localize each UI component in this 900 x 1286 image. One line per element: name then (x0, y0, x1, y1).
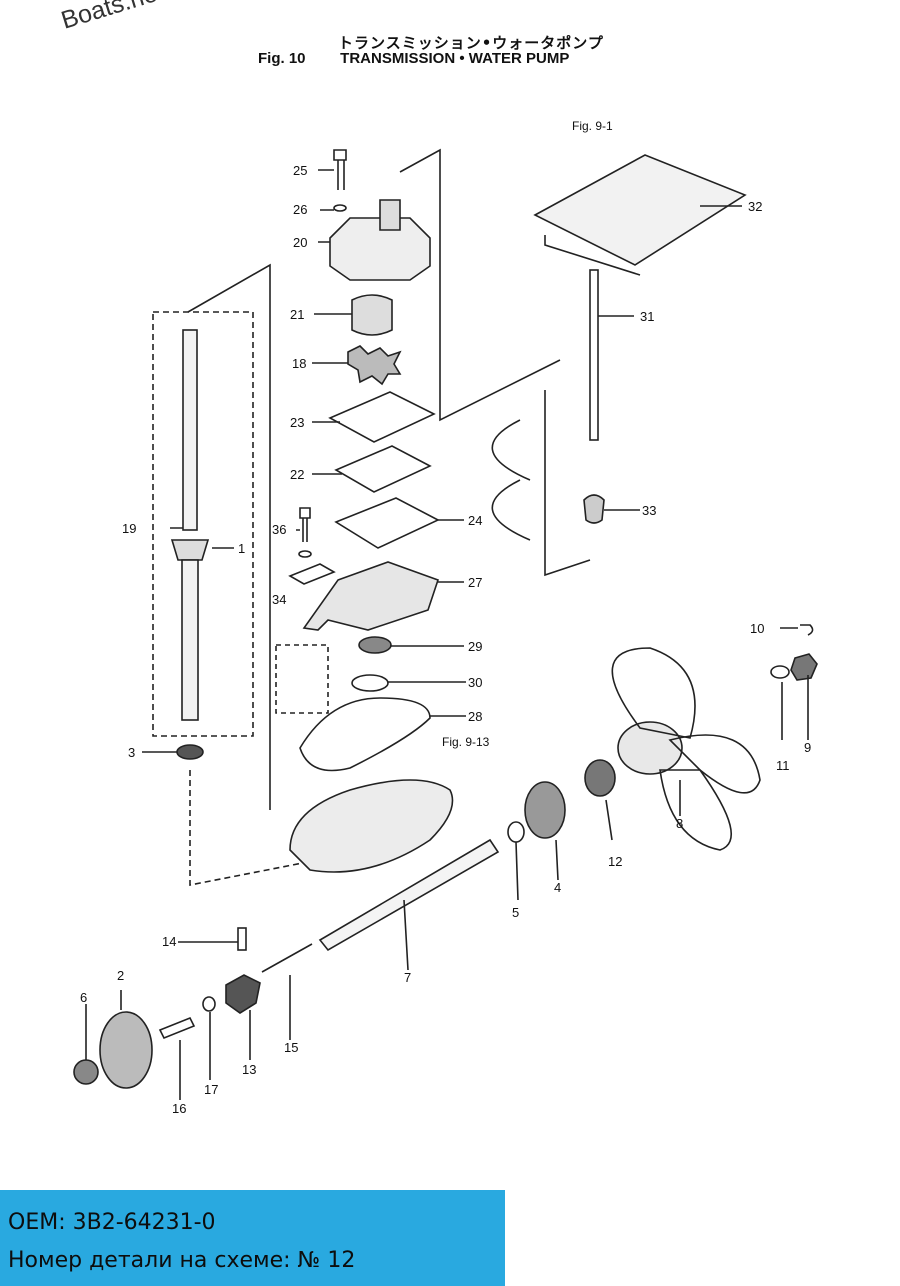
pin-10-drawing (800, 624, 814, 636)
callout-17: 17 (204, 1082, 218, 1097)
exploded-parts-diagram: Fig. 9-1 Fig. 9-13 25 26 20 21 18 23 22 … (73, 119, 818, 1116)
clutch-13-drawing (225, 974, 261, 1014)
callout-9: 9 (804, 740, 811, 755)
oring-30-drawing (351, 674, 389, 692)
lower-shaft-drawing (181, 559, 199, 721)
frame-line-left (187, 263, 271, 810)
callout-34: 34 (272, 592, 286, 607)
callout-4: 4 (554, 880, 561, 895)
pump-outlet-drawing (379, 199, 401, 231)
callout-21: 21 (290, 307, 304, 322)
callout-24: 24 (468, 513, 482, 528)
washer-26-drawing (333, 204, 347, 212)
callout-31: 31 (640, 309, 654, 324)
callout-25: 25 (293, 163, 307, 178)
ref-fig-9-1: Fig. 9-1 (572, 119, 613, 133)
washer-5-drawing (507, 821, 525, 843)
washer-drawing (298, 550, 312, 558)
tube-31-drawing (589, 269, 599, 441)
water-tube-curve (491, 419, 531, 541)
gear-2-drawing (99, 1011, 153, 1089)
shaft-16-drawing (158, 1016, 196, 1040)
callout-11: 11 (776, 758, 790, 773)
propeller-hub-drawing (617, 721, 683, 775)
gasket-23-drawing (328, 391, 436, 443)
tube-frame-line (544, 390, 591, 577)
callout-1: 1 (238, 541, 245, 556)
gasket-28-drawing (299, 697, 431, 772)
callout-10: 10 (750, 621, 764, 636)
frame-line-right (399, 148, 561, 422)
bolt-25-drawing (333, 149, 347, 190)
callout-13: 13 (242, 1062, 256, 1077)
figure-title-japanese: トランスミッション•ウォータポンプ (338, 34, 604, 52)
callout-6: 6 (80, 990, 87, 1005)
dashed-kit-box (275, 644, 329, 714)
ball-17-drawing (202, 996, 216, 1012)
callout-36: 36 (272, 522, 286, 537)
diagram-drawing (73, 148, 818, 1100)
propeller-blade-top (611, 647, 696, 739)
callout-3: 3 (128, 745, 135, 760)
seal-29-drawing (358, 636, 392, 654)
figure-caption: TRANSMISSION • WATER PUMP (340, 50, 570, 67)
callout-15: 15 (284, 1040, 298, 1055)
pump-housing-20-drawing (329, 217, 431, 281)
grommet-33-drawing (583, 494, 605, 524)
callout-32: 32 (748, 199, 762, 214)
nut-9-drawing (790, 653, 818, 681)
ref-fig-9-13: Fig. 9-13 (442, 735, 490, 749)
bushing-1-drawing (170, 539, 210, 561)
shim-6-drawing (73, 1059, 99, 1085)
lower-case-27-drawing (302, 561, 440, 631)
figure-title: Fig. 10 TRANSMISSION • WATER PUMP (258, 50, 569, 67)
callout-18: 18 (292, 356, 306, 371)
shaft-dashed-box (152, 311, 254, 737)
gasket-24-drawing (334, 497, 440, 549)
shaft-guide-line (189, 770, 319, 886)
callout-23: 23 (290, 415, 304, 430)
washer-11-drawing (770, 665, 790, 679)
callout-2: 2 (117, 968, 124, 983)
gear-4-drawing (524, 781, 566, 839)
plate-edge (544, 235, 641, 276)
propeller-blade-bottom (659, 769, 733, 851)
seal-3-drawing (176, 744, 204, 760)
pin-14-drawing (237, 927, 247, 951)
propeller-blade-right (668, 734, 761, 794)
spring-15-drawing (261, 943, 313, 973)
figure-number: Fig. 10 (258, 50, 306, 67)
oem-number: OEM: 3B2-64231-0 (8, 1210, 216, 1235)
callout-20: 20 (293, 235, 307, 250)
part-info-box: OEM: 3B2-64231-0 Номер детали на схеме: … (0, 1190, 505, 1286)
callout-22: 22 (290, 467, 304, 482)
callout-19: 19 (122, 521, 136, 536)
callout-numbers: 25 26 20 21 18 23 22 24 36 27 34 29 30 2… (80, 163, 811, 1116)
callout-27: 27 (468, 575, 482, 590)
callout-5: 5 (512, 905, 519, 920)
propeller-shaft-drawing (318, 838, 500, 952)
callout-30: 30 (468, 675, 482, 690)
diagram-part-number: Номер детали на схеме: № 12 (8, 1248, 356, 1273)
callout-12: 12 (608, 854, 622, 869)
callout-28: 28 (468, 709, 482, 724)
lower-case-drawing (289, 779, 454, 873)
exhaust-plate-drawing (533, 154, 747, 266)
insert-21-drawing (351, 294, 393, 336)
bolt-36-drawing (299, 507, 311, 542)
spacer-12-drawing (584, 759, 616, 797)
callout-14: 14 (162, 934, 176, 949)
plate-22-drawing (334, 445, 432, 493)
callout-29: 29 (468, 639, 482, 654)
callout-leader-lines (85, 169, 809, 1100)
callout-26: 26 (293, 202, 307, 217)
callout-16: 16 (172, 1101, 186, 1116)
reference-labels: Fig. 9-1 Fig. 9-13 (442, 119, 613, 749)
callout-33: 33 (642, 503, 656, 518)
callout-8: 8 (676, 816, 683, 831)
impeller-18-drawing (347, 345, 402, 386)
plate-34-drawing (288, 563, 336, 585)
callout-7: 7 (404, 970, 411, 985)
drive-shaft-drawing (182, 329, 198, 531)
